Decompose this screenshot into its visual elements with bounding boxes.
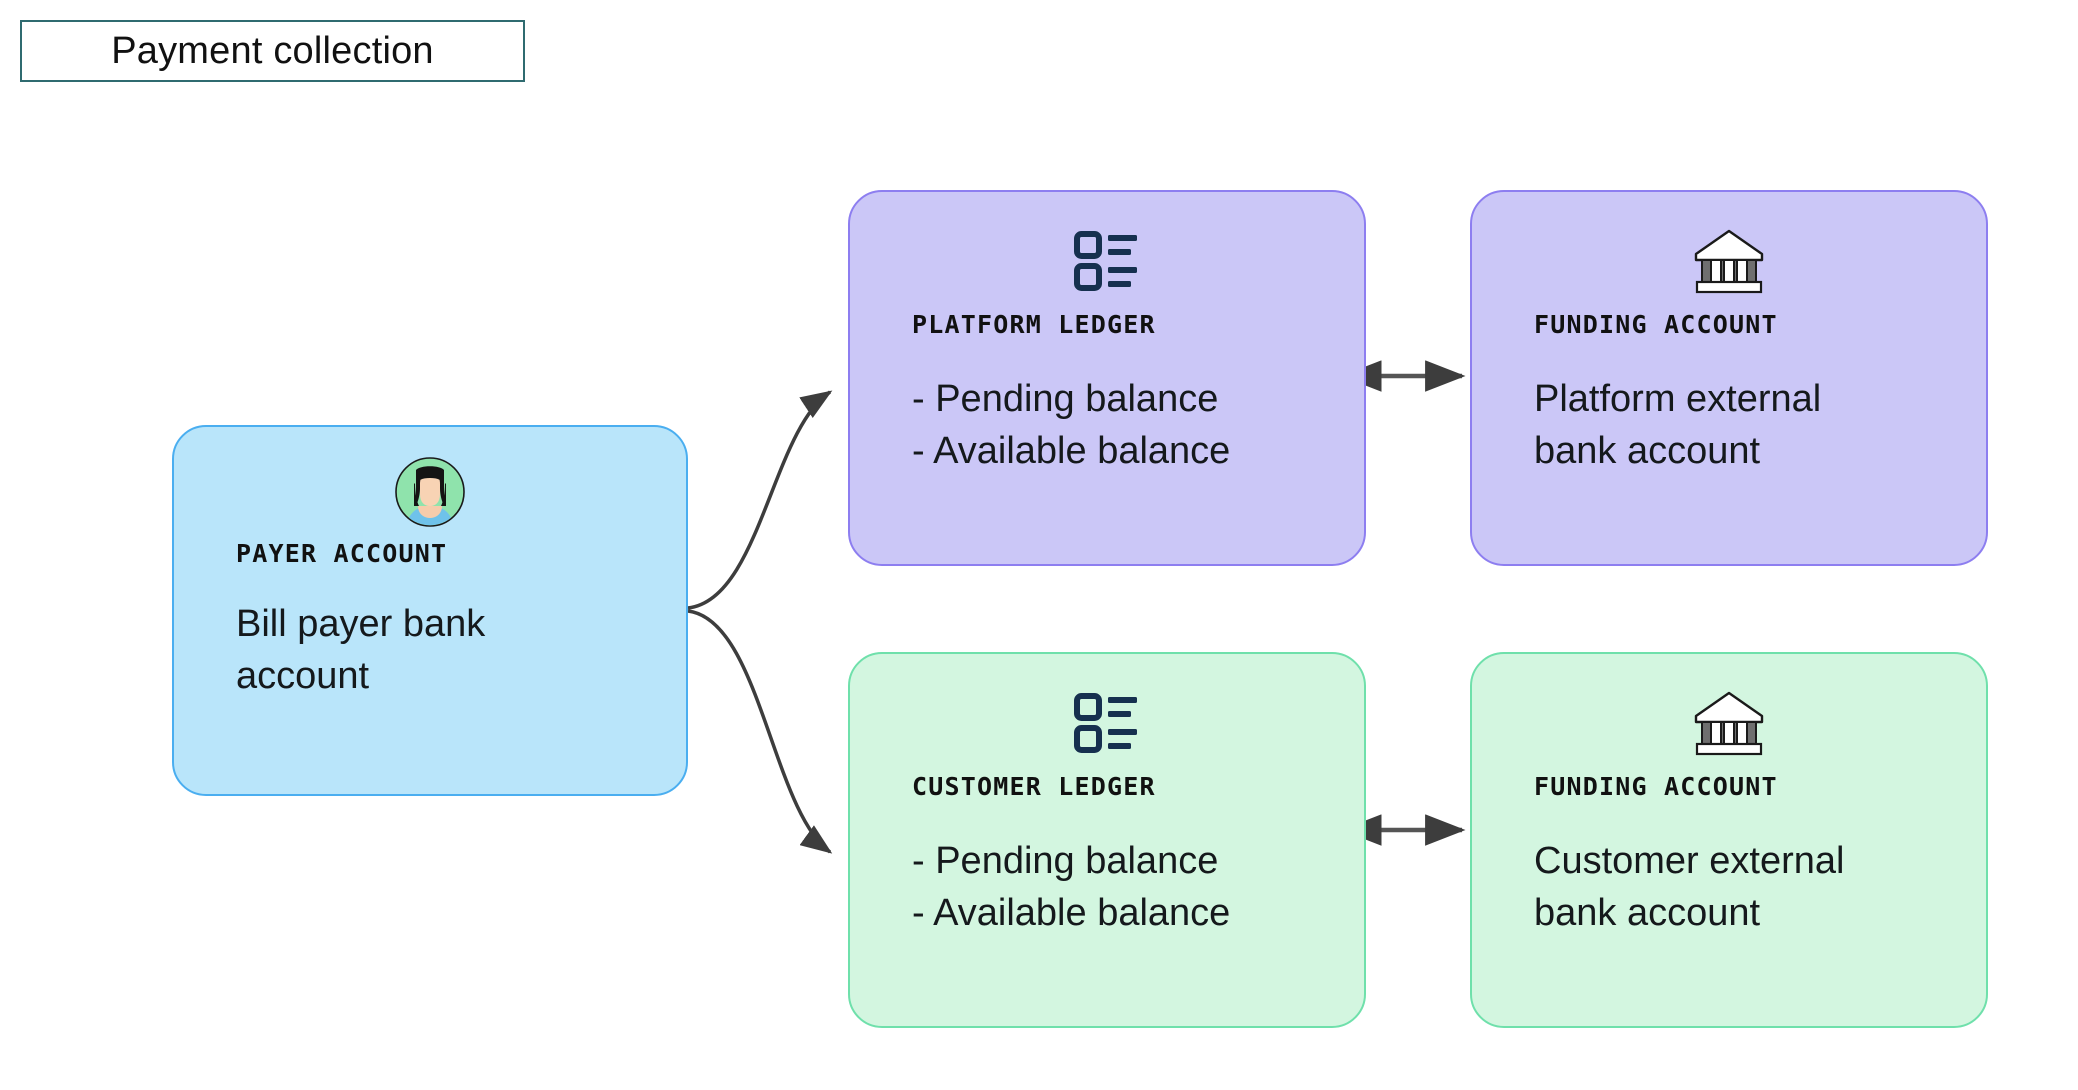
bank-building-icon bbox=[1694, 691, 1764, 756]
platform-funding-card-body: FUNDING ACCOUNT Platform external bank a… bbox=[1534, 310, 1952, 477]
customer-ledger-line-1: - Pending balance bbox=[912, 840, 1219, 882]
platform-ledger-card-body: PLATFORM LEDGER - Pending balance - Avai… bbox=[912, 310, 1330, 477]
payer-kicker: PAYER ACCOUNT bbox=[236, 539, 448, 568]
card-customer-ledger[interactable]: CUSTOMER LEDGER - Pending balance - Avai… bbox=[848, 652, 1366, 1028]
platform-funding-line-2: bank account bbox=[1534, 430, 1761, 472]
diagram-title-box: Payment collection bbox=[20, 20, 525, 82]
platform-ledger-line-2: - Available balance bbox=[912, 430, 1231, 472]
customer-funding-icon-slot bbox=[1472, 680, 1986, 766]
list-ledger-icon bbox=[1074, 693, 1137, 753]
bank-building-icon bbox=[1694, 229, 1764, 294]
person-avatar-icon bbox=[395, 457, 465, 527]
customer-funding-line-1: Customer external bbox=[1534, 840, 1845, 882]
payer-card-body: PAYER ACCOUNT Bill payer bank account bbox=[236, 539, 652, 702]
payer-line-1: Bill payer bank bbox=[236, 603, 486, 645]
card-customer-funding-account[interactable]: FUNDING ACCOUNT Customer external bank a… bbox=[1470, 652, 1988, 1028]
payer-line-2: account bbox=[236, 655, 370, 697]
platform-funding-line-1: Platform external bbox=[1534, 378, 1822, 420]
customer-ledger-line-2: - Available balance bbox=[912, 892, 1231, 934]
connector-payer-to-customer-ledger bbox=[687, 609, 833, 854]
payer-icon-slot bbox=[174, 455, 686, 529]
customer-funding-card-body: FUNDING ACCOUNT Customer external bank a… bbox=[1534, 772, 1952, 939]
platform-ledger-line-1: - Pending balance bbox=[912, 378, 1219, 420]
customer-funding-line-2: bank account bbox=[1534, 892, 1761, 934]
page-title: Payment collection bbox=[111, 29, 434, 72]
platform-funding-icon-slot bbox=[1472, 218, 1986, 304]
customer-funding-kicker: FUNDING ACCOUNT bbox=[1534, 772, 1778, 801]
platform-ledger-kicker: PLATFORM LEDGER bbox=[912, 310, 1156, 339]
customer-ledger-icon-slot bbox=[850, 680, 1364, 766]
list-ledger-icon bbox=[1074, 231, 1137, 291]
card-payer-account[interactable]: PAYER ACCOUNT Bill payer bank account bbox=[172, 425, 688, 796]
platform-ledger-icon-slot bbox=[850, 218, 1364, 304]
customer-ledger-kicker: CUSTOMER LEDGER bbox=[912, 772, 1156, 801]
connector-payer-to-platform-ledger bbox=[687, 390, 833, 610]
customer-ledger-card-body: CUSTOMER LEDGER - Pending balance - Avai… bbox=[912, 772, 1330, 939]
card-platform-funding-account[interactable]: FUNDING ACCOUNT Platform external bank a… bbox=[1470, 190, 1988, 566]
platform-funding-kicker: FUNDING ACCOUNT bbox=[1534, 310, 1778, 339]
card-platform-ledger[interactable]: PLATFORM LEDGER - Pending balance - Avai… bbox=[848, 190, 1366, 566]
